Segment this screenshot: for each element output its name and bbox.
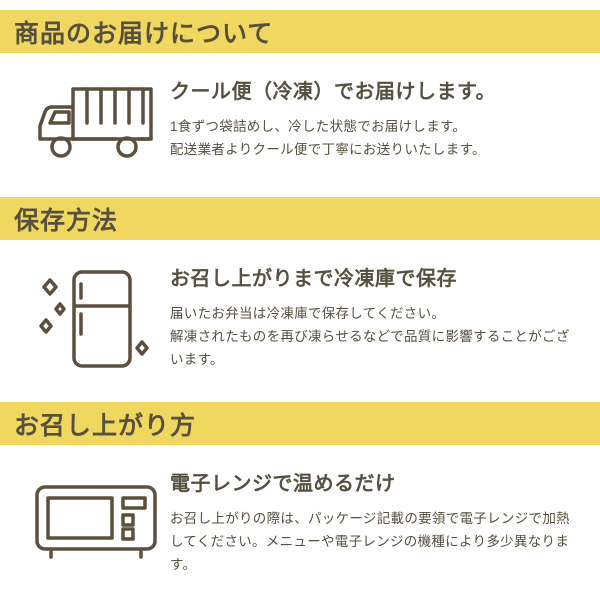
section-content: クール便（冷凍）でお届けします。 1食ずつ袋詰めし、冷した状態でお届けします。 …	[0, 53, 600, 197]
section-body: 届いたお弁当は冷凍庫で保存してください。 解凍されたものを再び凍らせるなどで品質…	[170, 306, 570, 367]
section-banner-title: お召し上がり方	[14, 411, 197, 440]
section-banner: 商品のお届けについて	[0, 10, 600, 53]
section-heading: 電子レンジで温めるだけ	[170, 473, 396, 495]
section-storage: 保存方法 お召し上がり	[0, 197, 600, 402]
section-text: 電子レンジで温めるだけ お召し上がりの際は、パッケージ記載の要領で電子レンジで加…	[170, 465, 576, 577]
section-body: お召し上がりの際は、パッケージ記載の要領で電子レンジで加熱してください。メニュー…	[170, 511, 570, 572]
section-content: 電子レンジで温めるだけ お召し上がりの際は、パッケージ記載の要領で電子レンジで加…	[0, 445, 600, 607]
section-banner: お召し上がり方	[0, 402, 600, 445]
section-heading: お召し上がりまで冷凍庫で保存	[170, 268, 457, 290]
section-body: 1食ずつ袋詰めし、冷した状態でお届けします。 配送業者よりクール便で丁寧にお送り…	[170, 119, 486, 157]
section-text: お召し上がりまで冷凍庫で保存 届いたお弁当は冷凍庫で保存してください。 解凍され…	[170, 260, 576, 372]
section-text: クール便（冷凍）でお届けします。 1食ずつ袋詰めし、冷した状態でお届けします。 …	[170, 73, 576, 167]
section-heading: クール便（冷凍）でお届けします。	[170, 81, 496, 103]
microwave-icon	[22, 465, 170, 577]
section-how-to-eat: お召し上がり方 電子レンジで温めるだけ	[0, 402, 600, 607]
truck-icon	[22, 73, 170, 167]
section-delivery: 商品のお届けについて	[0, 10, 600, 197]
section-banner: 保存方法	[0, 197, 600, 240]
section-content: お召し上がりまで冷凍庫で保存 届いたお弁当は冷凍庫で保存してください。 解凍され…	[0, 240, 600, 402]
section-banner-title: 商品のお届けについて	[14, 19, 274, 48]
refrigerator-icon	[22, 260, 170, 372]
section-banner-title: 保存方法	[14, 206, 119, 235]
